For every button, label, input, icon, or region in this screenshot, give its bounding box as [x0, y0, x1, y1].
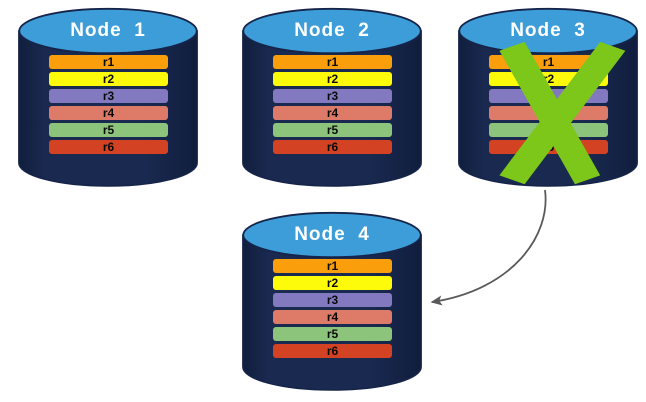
cylinder-top — [458, 7, 638, 55]
record-bar-r1[interactable]: r1 — [489, 55, 608, 69]
record-bar-r4[interactable]: r4 — [273, 106, 392, 120]
record-bar-r3[interactable]: r3 — [489, 89, 608, 103]
record-bar-r4[interactable]: r4 — [489, 106, 608, 120]
record-bar-r3[interactable]: r3 — [273, 89, 392, 103]
record-bar-r2[interactable]: r2 — [489, 72, 608, 86]
arrow-path — [430, 189, 547, 306]
cylinder-top — [242, 211, 422, 259]
record-bar-r3[interactable]: r3 — [49, 89, 168, 103]
cylinder-top — [18, 7, 198, 55]
record-bar-r1[interactable]: r1 — [273, 55, 392, 69]
record-bar-r3[interactable]: r3 — [273, 293, 392, 307]
record-bar-r5[interactable]: r5 — [49, 123, 168, 137]
record-stack: r1 r2 r3 r4 r5 r6 — [273, 259, 392, 358]
record-stack: r1 r2 r3 r4 r5 r6 — [273, 55, 392, 154]
record-bar-r6[interactable]: r6 — [273, 140, 392, 154]
record-bar-r2[interactable]: r2 — [273, 72, 392, 86]
record-bar-r6[interactable]: r6 — [49, 140, 168, 154]
record-bar-r6[interactable]: r6 — [273, 344, 392, 358]
record-bar-r5[interactable]: r5 — [489, 123, 608, 137]
record-bar-r1[interactable]: r1 — [273, 259, 392, 273]
record-stack: r1 r2 r3 r4 r5 r6 — [489, 55, 608, 154]
record-bar-r2[interactable]: r2 — [273, 276, 392, 290]
record-bar-r4[interactable]: r4 — [273, 310, 392, 324]
record-bar-r5[interactable]: r5 — [273, 327, 392, 341]
record-bar-r2[interactable]: r2 — [49, 72, 168, 86]
record-bar-r6[interactable]: r6 — [489, 140, 608, 154]
cylinder-top — [242, 7, 422, 55]
record-stack: r1 r2 r3 r4 r5 r6 — [49, 55, 168, 154]
record-bar-r4[interactable]: r4 — [49, 106, 168, 120]
record-bar-r1[interactable]: r1 — [49, 55, 168, 69]
record-bar-r5[interactable]: r5 — [273, 123, 392, 137]
